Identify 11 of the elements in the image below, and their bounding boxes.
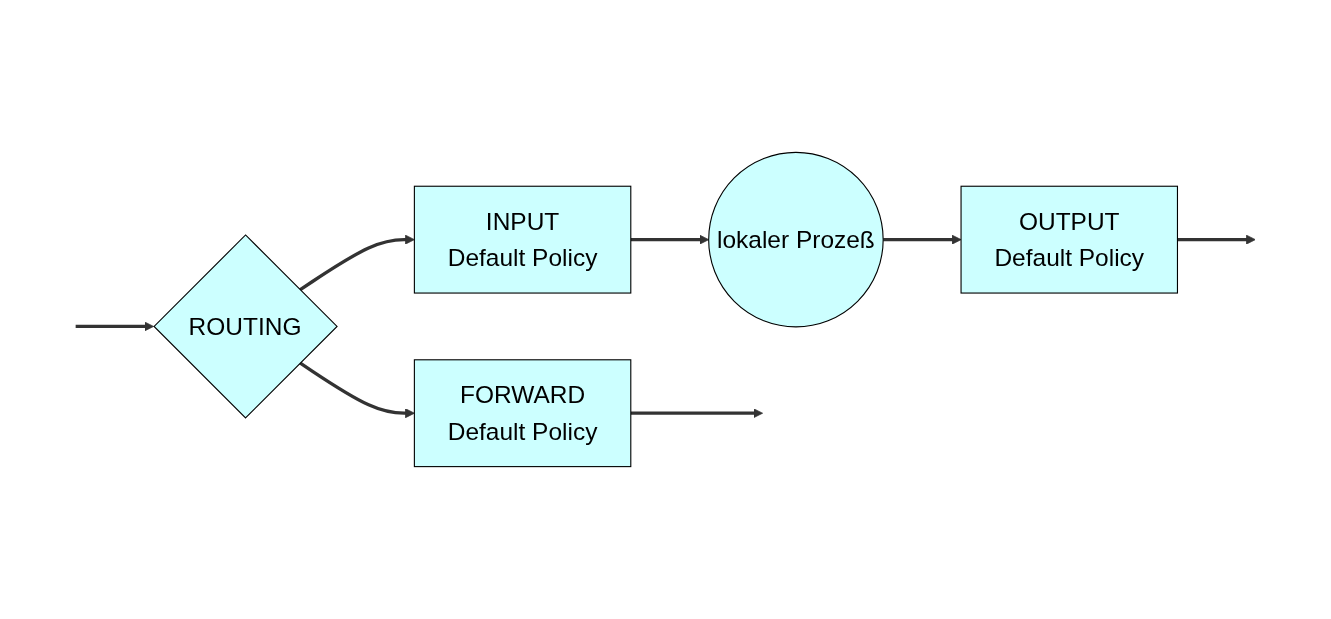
arrow: [1177, 234, 1256, 245]
node-box: OUTPUT Default Policy: [960, 185, 1179, 294]
arrow: [299, 234, 415, 292]
node-diamond: ROUTING: [153, 234, 338, 419]
arrow: [75, 321, 154, 332]
arrow: [883, 234, 962, 245]
node-box: INPUT Default Policy: [413, 185, 632, 294]
arrow: [299, 361, 415, 419]
arrow: [630, 408, 763, 419]
node-box: FORWARD Default Policy: [413, 359, 632, 468]
node-circle: lokaler Prozeß: [708, 151, 884, 328]
